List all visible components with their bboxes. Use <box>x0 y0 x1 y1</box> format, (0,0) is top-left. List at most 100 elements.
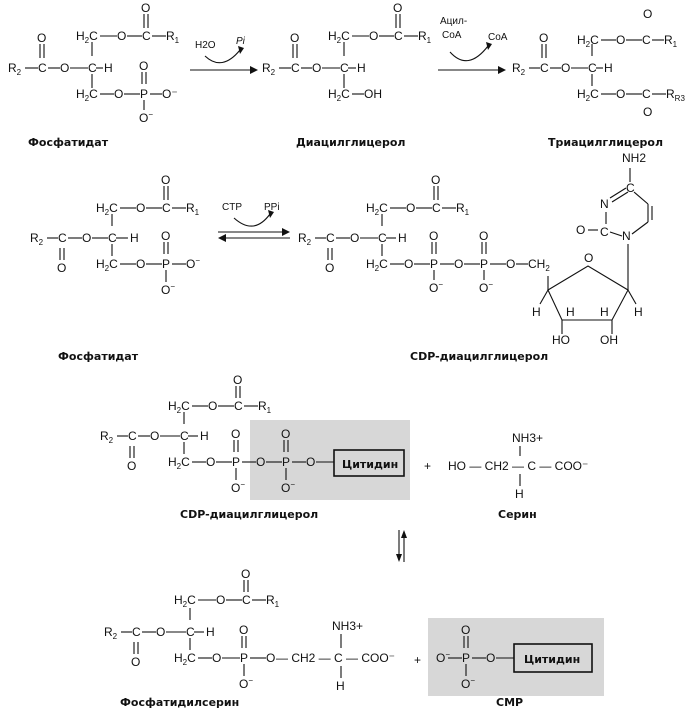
svg-text:O: O <box>643 7 652 21</box>
caption-phosphatidylserine: Фосфатидилсерин <box>120 696 239 709</box>
svg-text:R1: R1 <box>418 29 432 45</box>
svg-text:OH: OH <box>600 333 618 347</box>
svg-text:N: N <box>600 197 609 211</box>
svg-text:O: O <box>208 399 217 413</box>
svg-text:H2C: H2C <box>76 29 98 45</box>
svg-text:P: P <box>140 87 148 101</box>
caption-serine: Серин <box>498 508 537 521</box>
svg-text:O: O <box>350 231 359 245</box>
phosphatidylserine-structure: R2 C O O C H H2C O C O R1 H2C O P O O− O… <box>104 567 395 693</box>
svg-text:H2C: H2C <box>96 201 118 217</box>
svg-text:R2: R2 <box>100 429 114 445</box>
svg-text:C: C <box>291 61 300 75</box>
svg-text:R2: R2 <box>104 625 118 641</box>
caption-cmp: CMP <box>496 696 523 709</box>
svg-text:H2C: H2C <box>76 87 98 103</box>
svg-text:H: H <box>206 625 215 639</box>
shaded-cmp-region <box>428 618 604 696</box>
svg-text:RR3: RR3 <box>666 87 685 103</box>
plus-row4: + <box>414 653 421 667</box>
svg-text:H2C: H2C <box>174 651 196 667</box>
svg-text:O: O <box>306 455 315 469</box>
svg-text:O: O <box>561 61 570 75</box>
svg-text:P: P <box>240 651 248 665</box>
arrow-ctp: CTP PPi <box>218 202 290 242</box>
svg-text:O: O <box>506 257 515 271</box>
svg-text:H: H <box>634 305 643 319</box>
svg-text:O−: O− <box>186 256 200 271</box>
svg-text:C: C <box>180 429 189 443</box>
svg-text:H: H <box>604 61 613 75</box>
svg-text:C: C <box>626 181 635 195</box>
svg-text:H2C: H2C <box>366 201 388 217</box>
svg-text:O−: O− <box>239 676 253 691</box>
triacylglycerol-structure: R2 C O O C H H2C O C R1 O H2C O C RR3 O <box>512 7 685 119</box>
svg-text:C: C <box>142 29 151 43</box>
svg-text:C: C <box>540 61 549 75</box>
svg-text:O: O <box>461 623 470 637</box>
arrow-vertical-equilibrium <box>396 530 407 562</box>
svg-text:O: O <box>161 173 170 187</box>
svg-text:H: H <box>398 231 407 245</box>
svg-text:H: H <box>515 487 524 501</box>
svg-text:R2: R2 <box>30 231 44 247</box>
svg-text:R1: R1 <box>664 33 678 49</box>
svg-text:O: O <box>404 257 413 271</box>
svg-text:C: C <box>326 231 335 245</box>
svg-text:O: O <box>37 31 46 45</box>
svg-text:R1: R1 <box>456 201 470 217</box>
svg-text:O: O <box>136 201 145 215</box>
svg-text:HO: HO <box>552 333 570 347</box>
svg-text:O: O <box>584 251 593 265</box>
reagent-ctp: CTP <box>222 202 242 213</box>
svg-text:O: O <box>127 459 136 473</box>
svg-text:P: P <box>162 257 170 271</box>
svg-text:O: O <box>479 229 488 243</box>
svg-text:C: C <box>642 87 651 101</box>
reagent-acyl-line1: Ацил- <box>440 16 467 27</box>
svg-text:R2: R2 <box>512 61 526 77</box>
svg-text:O: O <box>486 651 495 665</box>
svg-text:H: H <box>336 679 345 693</box>
svg-text:P: P <box>430 257 438 271</box>
product-coa: CoA <box>488 32 508 43</box>
svg-text:R1: R1 <box>186 201 200 217</box>
cdp-diacylglycerol-structure: R2 C O O C H H2C O C O R1 H2C O P O O− O… <box>298 151 653 347</box>
caption-triacylglycerol: Триацилглицерол <box>548 136 663 149</box>
svg-text:O: O <box>325 261 334 275</box>
caption-cdp-diacylglycerol-2: CDP-диацилглицерол <box>180 508 318 521</box>
svg-text:H2C: H2C <box>577 87 599 103</box>
svg-text:O−: O− <box>429 280 443 295</box>
svg-text:O: O <box>369 29 378 43</box>
svg-text:H2C: H2C <box>96 257 118 273</box>
svg-text:O: O <box>454 257 463 271</box>
caption-phosphatidate-2: Фосфатидат <box>58 350 139 363</box>
svg-text:C: C <box>242 593 251 607</box>
svg-text:C: C <box>128 429 137 443</box>
svg-text:H: H <box>200 429 209 443</box>
svg-text:R2: R2 <box>298 231 312 247</box>
reagent-h2o: H2O <box>195 40 216 51</box>
svg-text:C: C <box>58 231 67 245</box>
product-ppi: PPi <box>264 202 280 213</box>
svg-text:H2C: H2C <box>168 455 190 471</box>
svg-text:H2C: H2C <box>328 87 350 103</box>
svg-text:O: O <box>239 623 248 637</box>
svg-text:O: O <box>256 455 265 469</box>
arrow-step1: H2O Pi <box>190 36 258 74</box>
svg-text:O: O <box>393 1 402 15</box>
svg-text:P: P <box>462 651 470 665</box>
diacylglycerol-structure: R2 C O O C H H2C O C O R1 H2C OH <box>262 1 432 103</box>
svg-text:H2C: H2C <box>174 593 196 609</box>
svg-text:P: P <box>282 455 290 469</box>
svg-text:H: H <box>532 305 541 319</box>
svg-text:O: O <box>406 201 415 215</box>
svg-text:O: O <box>114 87 123 101</box>
svg-text:HO — CH2 — C — COO⁻: HO — CH2 — C — COO⁻ <box>448 459 588 473</box>
svg-text:CH2: CH2 <box>528 257 550 273</box>
caption-phosphatidate-1: Фосфатидат <box>28 136 109 149</box>
svg-text:O: O <box>150 429 159 443</box>
svg-text:O: O <box>616 33 625 47</box>
plus-row3: + <box>424 459 431 473</box>
